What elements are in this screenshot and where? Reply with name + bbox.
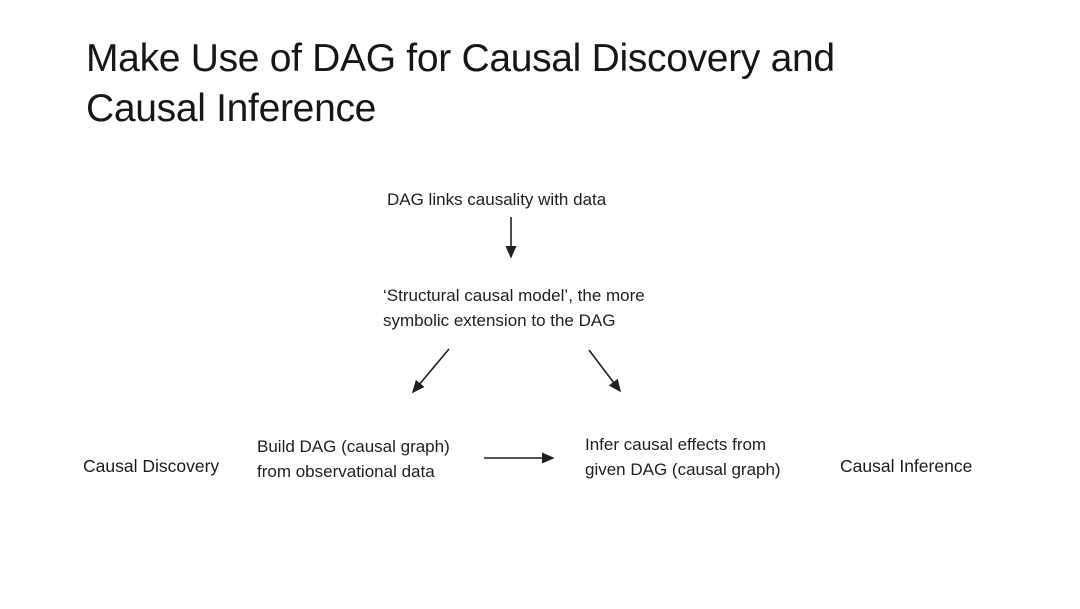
diagonal-arrow-scm-to-infer [588, 349, 621, 393]
label-causal-discovery: Causal Discovery [83, 456, 220, 476]
node-structural-causal-model: ‘Structural causal model’, the more symb… [383, 286, 645, 330]
slide-title: Make Use of DAG for Causal Discovery and… [86, 37, 835, 130]
diagonal-arrow-scm-to-build-dag [411, 348, 450, 394]
node-build-dag: Build DAG (causal graph) from observatio… [257, 437, 450, 481]
label-causal-inference: Causal Inference [840, 456, 973, 476]
node-dag-links-causality: DAG links causality with data [387, 190, 607, 209]
node-infer-causal-effects: Infer causal effects from given DAG (cau… [585, 435, 781, 479]
